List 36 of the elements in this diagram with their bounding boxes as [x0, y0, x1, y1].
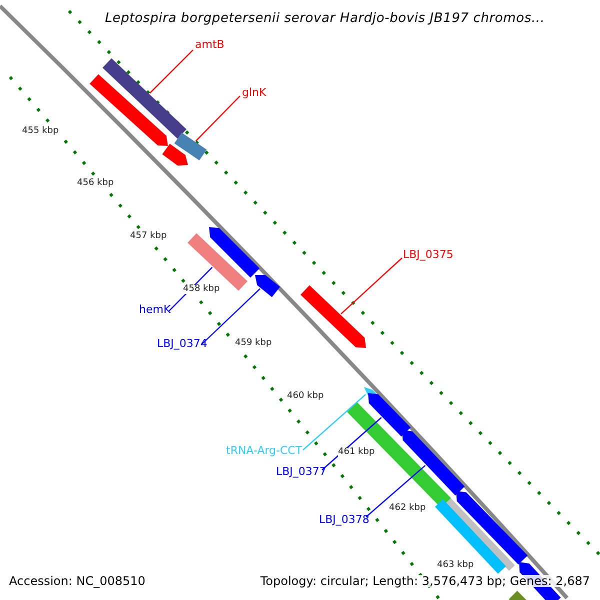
leader-line [149, 50, 194, 94]
tick-label: 459 kbp [235, 339, 272, 348]
tick-label: 457 kbp [130, 232, 167, 241]
tick-label: 460 kbp [287, 392, 324, 401]
gene-label: tRNA-Arg-CCT [226, 445, 302, 456]
gene-bar [102, 58, 186, 139]
pointed-gene-bar [255, 275, 280, 298]
genome-info-text: Topology: circular; Length: 3,576,473 bp; Genes: 2,687 [260, 575, 590, 587]
gene-label: amtB [195, 39, 224, 50]
accession-text: Accession: NC_008510 [9, 575, 146, 587]
tick-label: 455 kbp [22, 127, 59, 136]
leader-line [302, 394, 366, 450]
tick-label: 463 kbp [437, 561, 474, 570]
tick-label: 461 kbp [338, 448, 375, 457]
pointed-gene-bar [368, 393, 411, 436]
map-title: Leptospira borgpetersenii serovar Hardjo-bovis JB197 chromos... [105, 12, 545, 25]
gene-label: hemK [139, 304, 171, 315]
gene-label: glnK [242, 87, 266, 98]
leader-line [366, 464, 426, 518]
tick-label: 456 kbp [77, 179, 114, 188]
gene-label: LBJ_0377 [276, 466, 326, 477]
leader-line [202, 288, 261, 344]
pointed-gene-bar [162, 144, 188, 166]
gene-label: LBJ_0375 [403, 249, 454, 260]
gene-label: LBJ_0374 [157, 338, 208, 349]
pointed-gene-bar [300, 285, 366, 348]
leader-line [340, 258, 402, 314]
pointed-gene-bar [209, 227, 260, 278]
gene-label: LBJ_0378 [319, 514, 370, 525]
tick-label: 462 kbp [389, 504, 426, 513]
gene-bar [174, 132, 207, 160]
tick-label: 458 kbp [183, 285, 220, 294]
gene-bar [435, 499, 506, 574]
pointed-gene-bar [402, 430, 465, 496]
leader-line [195, 96, 240, 142]
pointed-gene-bar [90, 74, 168, 146]
